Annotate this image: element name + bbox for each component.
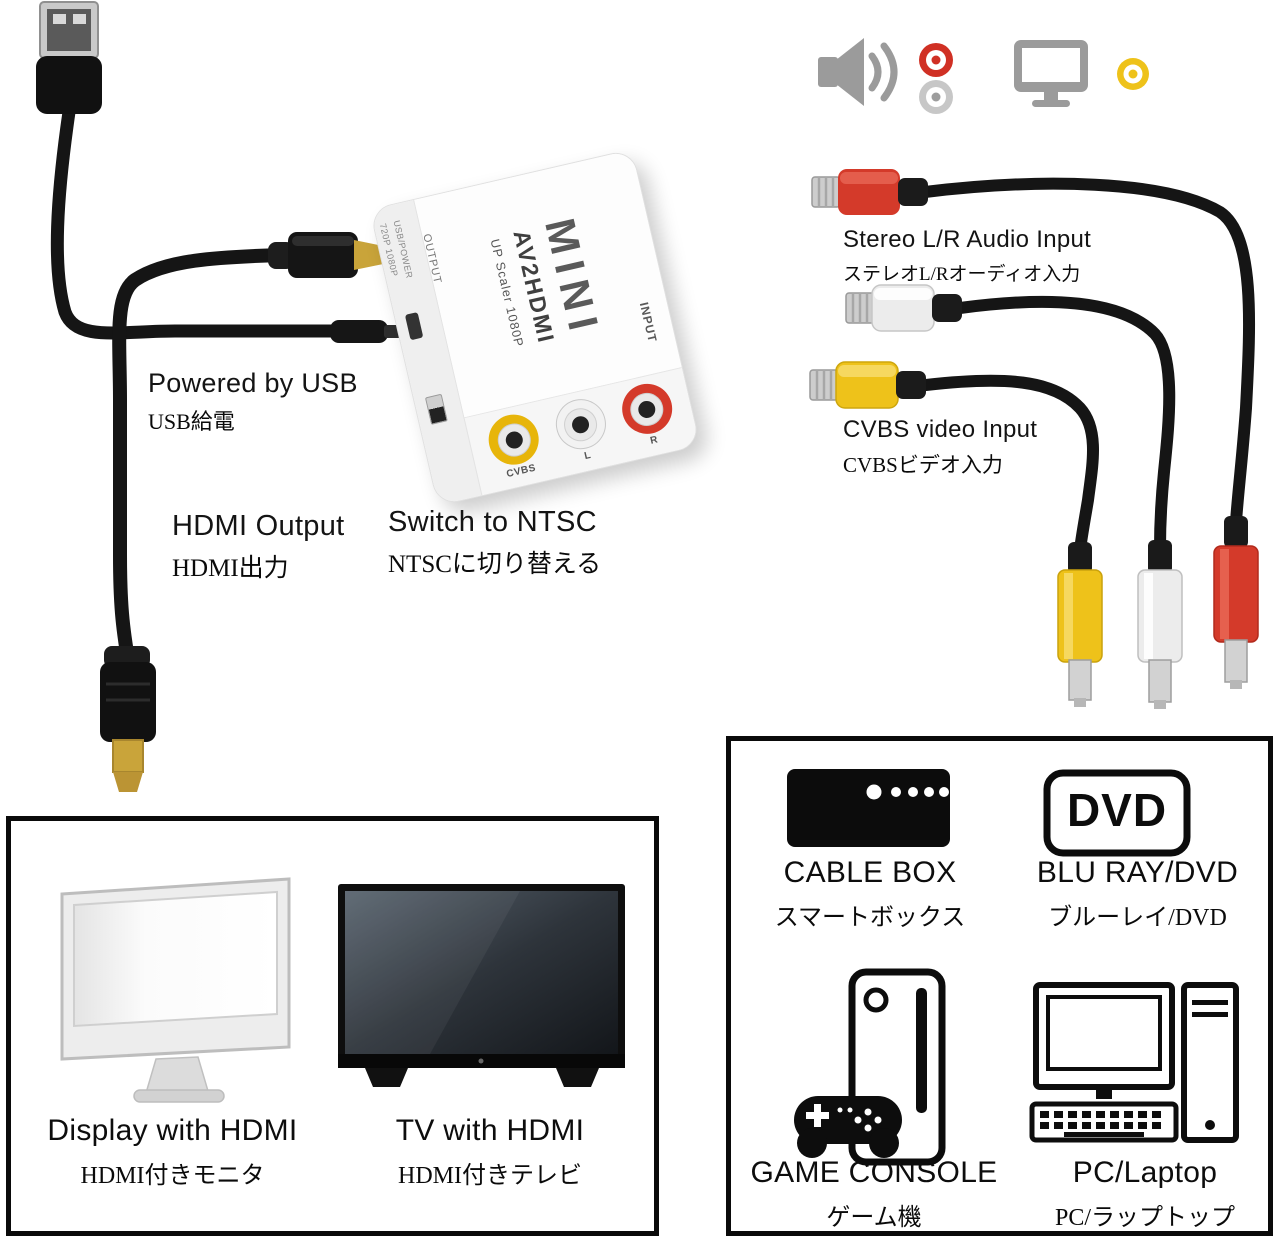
cable-box-ja: スマートボックス	[774, 905, 966, 931]
label-cable-box: CABLE BOX スマートボックス	[745, 856, 995, 932]
cvbs-input-en: CVBS video Input	[843, 416, 1038, 443]
white-rca-icon	[919, 80, 953, 114]
cable-box-en: CABLE BOX	[783, 856, 957, 889]
usb-power-port	[404, 312, 424, 341]
powered-by-usb-ja: USB給電	[148, 409, 235, 434]
game-ja: ゲーム機	[826, 1205, 922, 1231]
label-pc-laptop: PC/Laptop PC/ラップトップ	[1025, 1156, 1265, 1232]
cvbs-input-ja: CVBSビデオ入力	[843, 453, 1003, 477]
cvbs-jack-label: CVBS	[505, 463, 538, 481]
right-jack-label: R	[649, 434, 660, 448]
rca-jack-cvbs: CVBS	[484, 410, 547, 483]
label-bluray-dvd: BLU RAY/DVD ブルーレイ/DVD	[1015, 856, 1260, 932]
tv-en: TV with HDMI	[395, 1114, 585, 1147]
rca-cable-red	[919, 177, 1256, 528]
rca-jack-left-audio: L	[550, 394, 614, 468]
switch-ntsc-ja: NTSCに切り替える	[388, 551, 602, 578]
left-jack-label: L	[583, 450, 593, 463]
usb-plug	[36, 1, 102, 114]
powered-by-usb-en: Powered by USB	[148, 368, 358, 398]
red-rca-connector-top	[811, 169, 928, 215]
label-stereo-input: Stereo L/R Audio Input ステレオL/Rオーディオ入力	[843, 226, 1091, 286]
dvd-logo-icon	[1043, 769, 1191, 857]
tv-ja: HDMI付きテレビ	[398, 1163, 582, 1189]
left-jack-ring	[550, 394, 611, 455]
game-console-icon	[794, 968, 946, 1166]
yellow-rca-icon	[1117, 58, 1149, 90]
tv-with-hdmi-icon	[338, 884, 625, 1087]
display-with-hdmi-icon	[60, 877, 291, 1103]
label-display-with-hdmi: Display with HDMI HDMI付きモニタ	[20, 1114, 325, 1190]
cvbs-jack-ring	[484, 410, 545, 471]
yellow-rca-connector-top	[809, 361, 926, 409]
display-en: Display with HDMI	[47, 1114, 298, 1147]
sources-panel	[726, 736, 1273, 1236]
yellow-rca-plug-bottom	[1057, 542, 1103, 707]
rca-cable-yellow	[920, 374, 1099, 556]
cable-box-icon	[787, 769, 950, 847]
bluray-en: BLU RAY/DVD	[1036, 856, 1239, 889]
label-cvbs-input: CVBS video Input CVBSビデオ入力	[843, 416, 1037, 479]
stereo-input-en: Stereo L/R Audio Input	[843, 226, 1092, 253]
hdmi-connector-output-end	[100, 646, 156, 792]
label-powered-by-usb: Powered by USB USB給電	[148, 368, 358, 436]
bluray-ja: ブルーレイ/DVD	[1048, 905, 1227, 931]
display-ja: HDMI付きモニタ	[80, 1163, 265, 1189]
hdmi-output-en: HDMI Output	[172, 510, 345, 542]
rca-cable-white	[954, 295, 1176, 554]
white-rca-connector-top	[845, 284, 962, 332]
switch-ntsc-en: Switch to NTSC	[388, 506, 597, 538]
pc-laptop-icon	[1029, 982, 1239, 1143]
monitor-icon	[1014, 40, 1088, 107]
hdmi-output-ja: HDMI出力	[172, 555, 289, 582]
pc-ja: PC/ラップトップ	[1054, 1205, 1236, 1231]
displays-panel	[6, 816, 659, 1236]
label-hdmi-output: HDMI Output HDMI出力	[172, 510, 345, 584]
label-switch-ntsc: Switch to NTSC NTSCに切り替える	[388, 506, 601, 580]
dvd-logo-text: DVD	[1066, 784, 1168, 836]
pc-en: PC/Laptop	[1072, 1156, 1218, 1189]
red-rca-plug-bottom	[1213, 516, 1259, 689]
right-jack-ring	[617, 379, 678, 440]
white-rca-plug-bottom	[1137, 540, 1183, 709]
hdmi-plug	[268, 232, 388, 278]
label-game-console: GAME CONSOLE ゲーム機	[748, 1156, 1000, 1232]
speaker-icon	[818, 38, 898, 106]
rca-jack-right-audio: R	[617, 379, 680, 452]
usb-power-cable	[50, 105, 339, 340]
game-en: GAME CONSOLE	[750, 1156, 998, 1189]
hdmi-cable	[112, 248, 289, 660]
label-tv-with-hdmi: TV with HDMI HDMI付きテレビ	[350, 1114, 630, 1190]
ntsc-switch	[424, 393, 448, 425]
usb-power-plug	[330, 320, 404, 343]
red-rca-icon	[919, 43, 953, 77]
stereo-input-ja: ステレオL/Rオーディオ入力	[843, 264, 1081, 285]
